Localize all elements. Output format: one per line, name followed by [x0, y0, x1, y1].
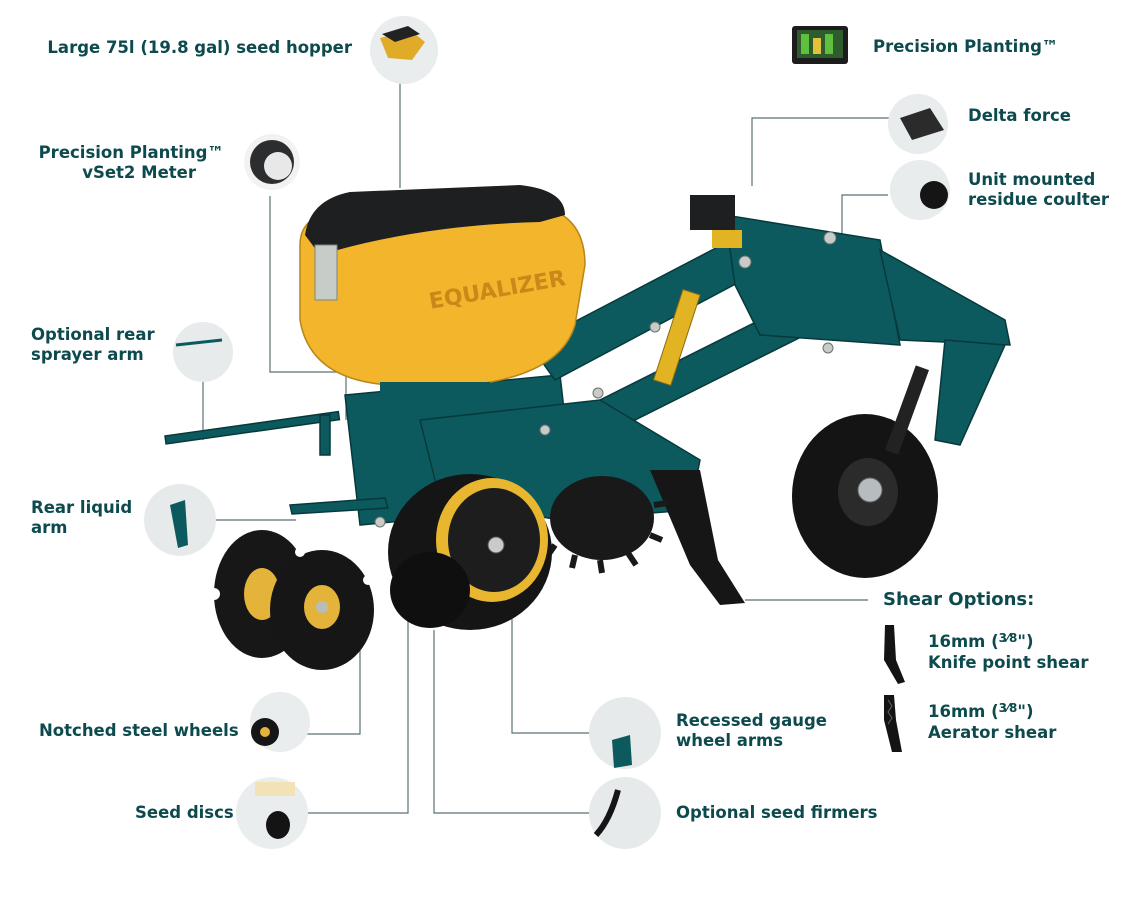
label-rear-sprayer: Optional rear sprayer arm	[31, 325, 155, 365]
frame-bolts	[374, 231, 837, 534]
label-precision-planting: Precision Planting™	[873, 37, 1059, 56]
label-residue-line2: residue coulter	[968, 190, 1110, 209]
knife-shear-fraction: 3⁄8	[998, 631, 1018, 645]
label-vset2-meter: Precision Planting™ vSet2 Meter	[20, 143, 224, 183]
label-knife-shear: 16mm (3⁄8") Knife point shear	[928, 631, 1089, 673]
label-rear-sprayer-line2: sprayer arm	[31, 345, 144, 364]
residue-coulter-thumb-icon	[890, 160, 950, 220]
label-gauge-wheel: Recessed gauge wheel arms	[676, 711, 827, 751]
gauge-wheel	[388, 474, 552, 630]
seed-hopper: EQUALIZER	[299, 185, 586, 407]
label-vset2-line2: vSet2 Meter	[82, 163, 196, 182]
label-seed-discs: Seed discs	[135, 803, 234, 822]
leader-notched	[300, 630, 361, 735]
leader-firmers	[433, 630, 590, 814]
shank-shear	[650, 470, 745, 605]
leader-seeddiscs	[302, 610, 409, 814]
leader-residue	[841, 194, 888, 240]
aerator-shear-size-b: ")	[1017, 702, 1034, 721]
knife-shear-name: Knife point shear	[928, 653, 1089, 672]
label-rear-liquid: Rear liquid arm	[31, 498, 132, 538]
label-gauge-line1: Recessed gauge	[676, 711, 827, 730]
notched-closing-wheels	[208, 530, 374, 676]
label-aerator-shear: 16mm (3⁄8") Aerator shear	[928, 701, 1057, 743]
label-notched-wheels: Notched steel wheels	[39, 721, 239, 740]
label-rear-liquid-line1: Rear liquid	[31, 498, 133, 517]
seed-firmer-thumb-icon	[589, 777, 661, 849]
label-residue-line1: Unit mounted	[968, 170, 1096, 189]
aerator-shear-icon	[884, 695, 902, 752]
gauge-wheel-thumb-icon	[589, 697, 661, 769]
leader-delta	[751, 117, 890, 186]
label-seed-firmers: Optional seed firmers	[676, 803, 878, 822]
monitor-display-icon	[792, 26, 848, 64]
rear-sprayer-thumb-icon	[173, 322, 233, 382]
label-vset2-line1: Precision Planting™	[38, 143, 224, 162]
seed-discs-thumb-icon	[236, 777, 308, 849]
seed-hopper-thumb-icon	[370, 16, 438, 84]
label-seed-hopper: Large 75l (19.8 gal) seed hopper	[47, 38, 352, 57]
knife-shear-icon	[884, 625, 905, 684]
spring-arm	[934, 339, 1007, 446]
boom-post	[319, 414, 331, 456]
label-residue-coulter: Unit mounted residue coulter	[968, 170, 1109, 210]
mount-bracket	[724, 214, 901, 346]
knife-shear-size-b: ")	[1017, 632, 1034, 651]
residue-coulter-disc	[792, 365, 938, 578]
label-rear-sprayer-line1: Optional rear	[31, 325, 155, 344]
aerator-shear-size-a: 16mm (	[928, 702, 999, 721]
sprayer-boom	[164, 410, 341, 445]
notched-wheels-thumb-icon	[250, 692, 310, 752]
label-shear-options: Shear Options:	[883, 589, 1035, 610]
aerator-shear-size: 16mm (3⁄8")	[928, 701, 1056, 723]
label-delta-force: Delta force	[968, 106, 1071, 125]
shank-bracket	[878, 248, 1011, 346]
rear-liquid-bar	[289, 497, 389, 515]
delta-force-cylinder	[652, 195, 742, 387]
knife-shear-size: 16mm (3⁄8")	[928, 631, 1089, 653]
knife-shear-size-a: 16mm (	[928, 632, 999, 651]
delta-force-thumb-icon	[888, 94, 948, 154]
label-gauge-line2: wheel arms	[676, 731, 784, 750]
rear-liquid-thumb-icon	[144, 484, 216, 556]
label-rear-liquid-line2: arm	[31, 518, 68, 537]
aerator-shear-name: Aerator shear	[928, 723, 1057, 742]
vset2-meter-thumb-icon	[244, 134, 300, 190]
aerator-shear-fraction: 3⁄8	[998, 701, 1018, 715]
